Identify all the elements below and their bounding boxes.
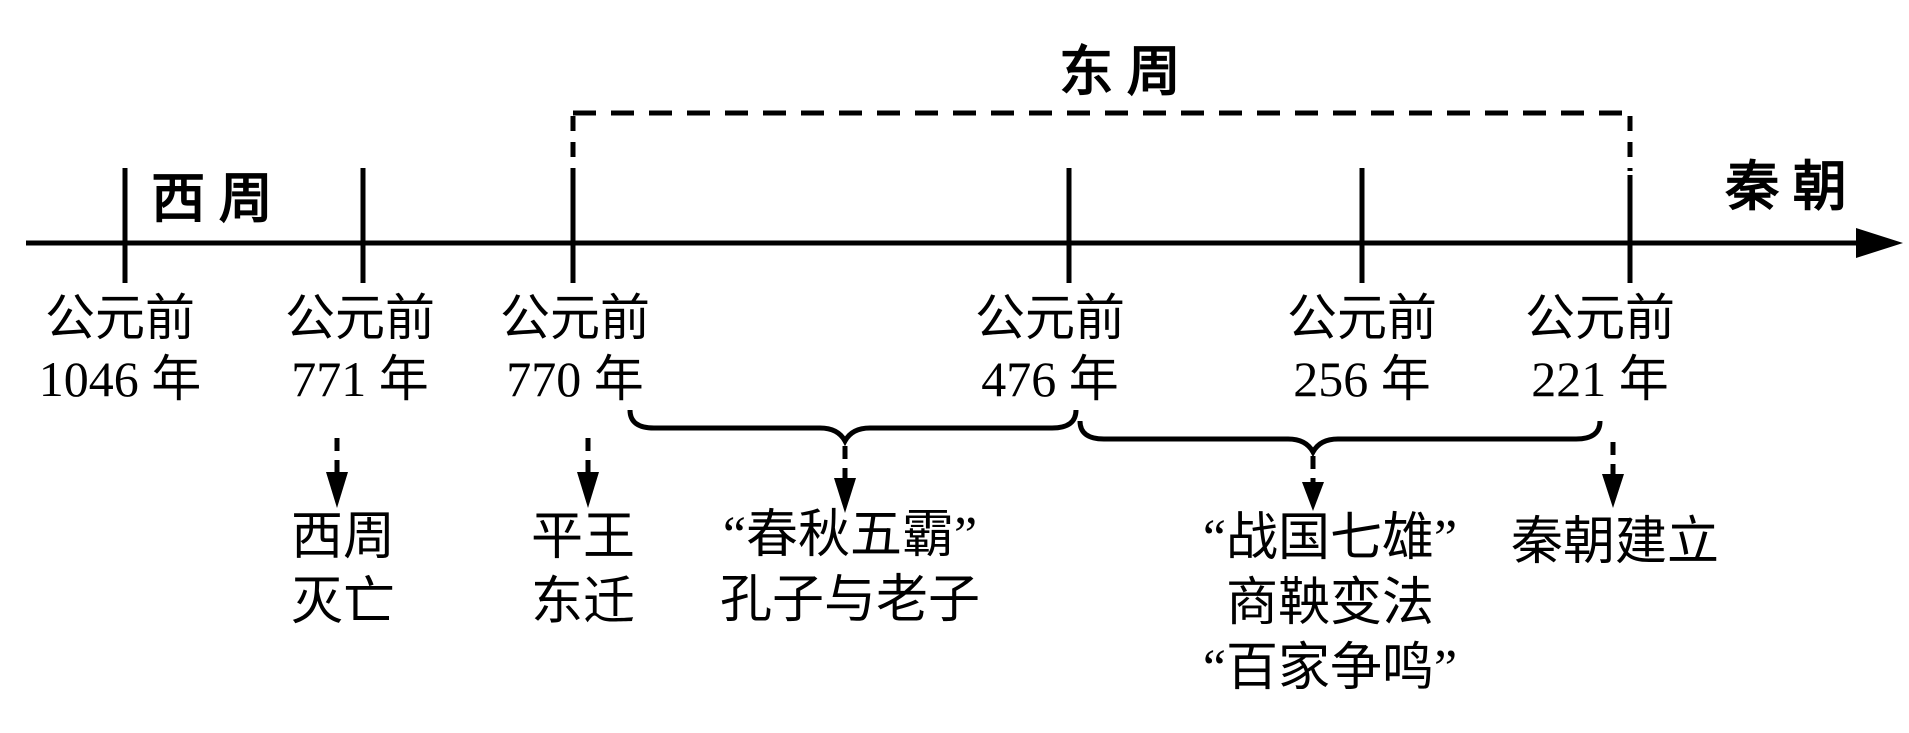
date-era: 公元前 [1525, 290, 1675, 346]
date-year: 256 年 [1293, 351, 1431, 407]
date-year: 771 年 [291, 351, 429, 407]
event-line: 孔子与老子 [719, 572, 981, 629]
date-era: 公元前 [975, 290, 1125, 346]
date-bc-256: 公元前 256 年 [1287, 288, 1437, 410]
event-qin-established: 秦朝建立 [1511, 510, 1719, 575]
date-bc-1046: 公元前 1046 年 [39, 288, 202, 410]
event-line: 秦朝建立 [1510, 514, 1720, 571]
event-line: 商鞅变法 [1225, 575, 1435, 632]
period-label-qin: 秦 朝 [1725, 157, 1847, 217]
date-year: 476 年 [981, 351, 1119, 407]
date-year: 770 年 [506, 351, 644, 407]
arrow-king-ping-east-head [577, 472, 599, 508]
event-king-ping-east: 平王 东迁 [531, 505, 635, 635]
date-year: 1046 年 [38, 351, 202, 407]
event-line: “战国七雄” [1202, 510, 1458, 567]
period-label-east-zhou: 东 周 [1059, 42, 1181, 102]
event-line: 东迁 [530, 574, 636, 631]
event-line: 平王 [530, 509, 636, 566]
event-line: 灭亡 [290, 574, 396, 631]
date-era: 公元前 [500, 290, 650, 346]
date-era: 公元前 [45, 290, 195, 346]
spring-autumn-brace [627, 409, 1079, 447]
event-warring-states-period: “战国七雄” 商鞅变法 “百家争鸣” [1203, 506, 1457, 701]
date-bc-770: 公元前 770 年 [500, 288, 650, 410]
event-line: “百家争鸣” [1202, 640, 1458, 697]
event-line: 西周 [290, 509, 396, 566]
axis-arrowhead [1856, 228, 1903, 258]
event-spring-autumn-period: “春秋五霸” 孔子与老子 [720, 503, 980, 633]
arrow-western-zhou-fall-head [326, 472, 348, 508]
period-label-west-zhou: 西 周 [151, 169, 273, 229]
date-bc-221: 公元前 221 年 [1525, 288, 1675, 410]
arrow-warring-states-head [1302, 482, 1324, 511]
arrow-spring-autumn-head [834, 478, 856, 513]
date-bc-476: 公元前 476 年 [975, 288, 1125, 410]
event-line: “春秋五霸” [722, 507, 978, 564]
date-bc-771: 公元前 771 年 [285, 288, 435, 410]
warring-states-brace [1077, 420, 1603, 458]
date-era: 公元前 [1287, 290, 1437, 346]
event-western-zhou-fall: 西周 灭亡 [291, 505, 395, 635]
arrow-qin-established-head [1602, 474, 1624, 508]
date-year: 221 年 [1531, 351, 1669, 407]
date-era: 公元前 [285, 290, 435, 346]
